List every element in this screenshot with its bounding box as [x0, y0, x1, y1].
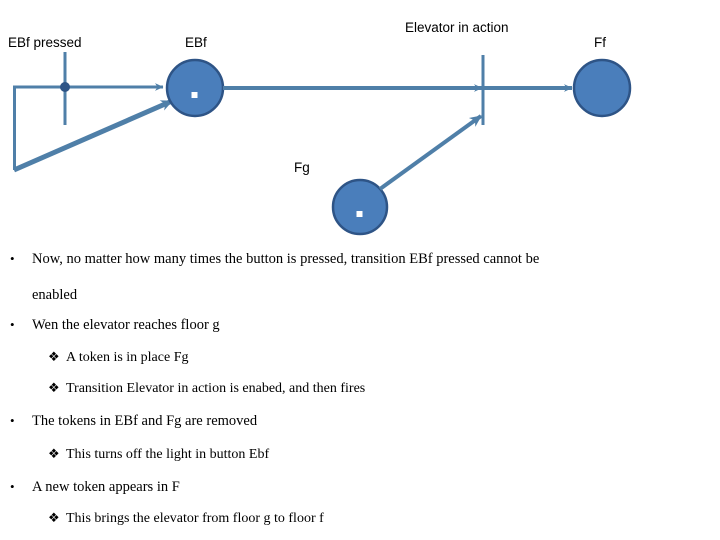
- diamond-bullet-icon: ❖: [48, 447, 60, 462]
- petri-net-canvas: [12, 52, 632, 236]
- token-ebf: [191, 92, 198, 98]
- list-item-text: This brings the elevator from floor g to…: [66, 511, 324, 526]
- list-item: • Wen the elevator reaches floor g: [10, 307, 710, 343]
- place-ebf: [165, 58, 225, 118]
- list-item-text: A new token appears in F: [32, 479, 180, 495]
- bullet-marker: •: [10, 251, 15, 266]
- place-ff: [572, 58, 632, 118]
- transition-label-elevator-in-action: Elevator in action: [405, 20, 509, 35]
- arc-junction-dot: [60, 82, 70, 92]
- petri-net-diagram: EBf pressed EBf Elevator in action Ff Fg: [0, 0, 720, 245]
- list-item-text-continued: enabled: [32, 287, 78, 303]
- place-label-ebf-pressed: EBf pressed: [8, 35, 82, 50]
- list-item: ❖ Transition Elevator in action is enabe…: [48, 373, 708, 405]
- bullet-marker: •: [10, 317, 15, 332]
- list-item: ❖ This turns off the light in button Ebf: [48, 439, 708, 471]
- list-item-text: Now, no matter how many times the button…: [32, 251, 540, 267]
- list-item-text: This turns off the light in button Ebf: [66, 447, 270, 462]
- place-label-ebf: EBf: [185, 35, 207, 50]
- arc-fg-to-elevator: [378, 114, 483, 191]
- list-item-text: Wen the elevator reaches floor g: [32, 317, 220, 333]
- diamond-bullet-icon: ❖: [48, 511, 60, 526]
- bullet-marker: •: [10, 479, 15, 494]
- bullet-list: • Now, no matter how many times the butt…: [0, 245, 720, 540]
- list-item-text: Transition Elevator in action is enabed,…: [66, 381, 366, 396]
- place-label-ff: Ff: [594, 35, 606, 50]
- place-fg: [331, 178, 389, 236]
- diamond-bullet-icon: ❖: [48, 381, 60, 396]
- token-fg: [356, 211, 363, 217]
- list-item: • The tokens in EBf and Fg are removed: [10, 403, 710, 439]
- list-item: ❖ A token is in place Fg: [48, 342, 708, 374]
- list-item: • A new token appears in F: [10, 469, 710, 505]
- arc-feedback-to-ebf: [12, 98, 174, 173]
- list-item-text: The tokens in EBf and Fg are removed: [32, 413, 258, 429]
- list-item: • Now, no matter how many times the butt…: [10, 241, 710, 313]
- list-item-text: A token is in place Fg: [66, 350, 189, 365]
- bullet-marker: •: [10, 413, 15, 428]
- diamond-bullet-icon: ❖: [48, 350, 60, 365]
- place-label-fg: Fg: [294, 160, 310, 175]
- list-item: ❖ This brings the elevator from floor g …: [48, 503, 708, 535]
